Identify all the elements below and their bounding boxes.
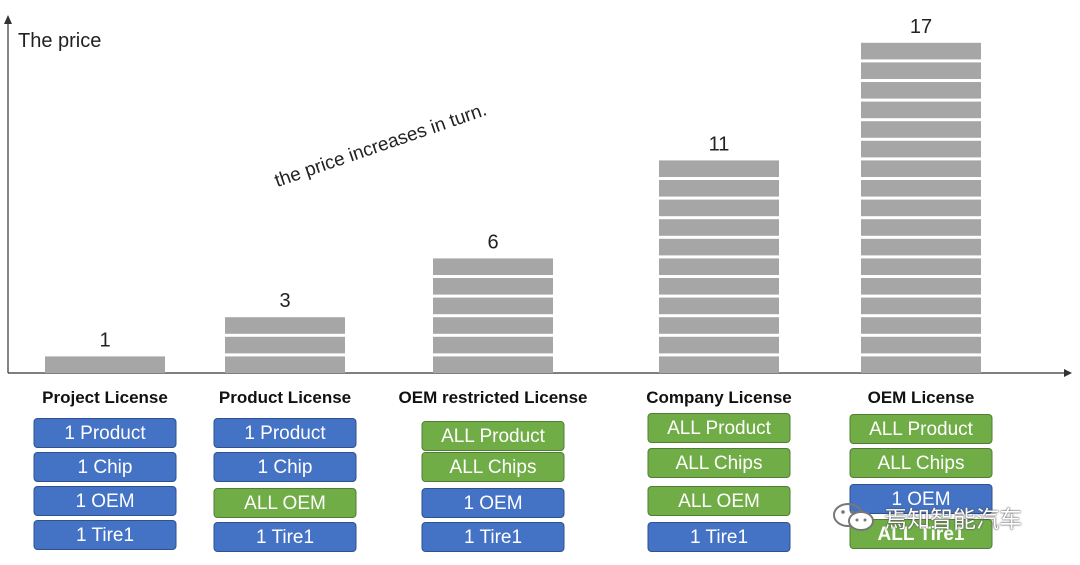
bar-segment-5-10: [861, 180, 981, 197]
bar-segment-4-8: [659, 219, 779, 236]
bar-segment-4-9: [659, 199, 779, 217]
bar-segment-4-1: [659, 356, 779, 373]
bar-segment-4-4: [659, 297, 779, 315]
bar-segment-5-5: [861, 278, 981, 295]
bar-segment-5-8: [861, 219, 981, 236]
bar-segment-5-1: [861, 356, 981, 373]
bar-segment-3-6: [433, 258, 553, 275]
bar-segment-5-14: [861, 101, 981, 119]
bar-segment-4-6: [659, 258, 779, 275]
bar-segment-5-9: [861, 199, 981, 217]
bar-segment-5-13: [861, 121, 981, 138]
license-tag: 1 Product: [213, 418, 357, 448]
bar-segment-2-3: [225, 317, 345, 334]
license-tag: 1 Chip: [33, 452, 177, 482]
license-tag: ALL Chips: [421, 452, 565, 482]
license-tag: ALL Product: [647, 413, 791, 443]
license-tag: 1 OEM: [421, 488, 565, 518]
bar-value-label-1: 1: [99, 329, 110, 351]
bar-segment-5-3: [861, 317, 981, 334]
license-tag: 1 OEM: [33, 486, 177, 516]
bar-segment-5-11: [861, 160, 981, 177]
bar-segment-3-4: [433, 297, 553, 315]
license-tag: 1 Tire1: [213, 522, 357, 552]
license-title: Company License: [646, 388, 792, 407]
y-axis-label: The price: [18, 30, 102, 52]
bar-value-label-4: 11: [709, 133, 730, 155]
license-tag: 1 Tire1: [647, 522, 791, 552]
bar-segment-4-2: [659, 336, 779, 354]
license-tag: 1 Product: [33, 418, 177, 448]
bar-segment-5-2: [861, 336, 981, 354]
license-title: OEM restricted License: [398, 388, 588, 407]
license-title: Product License: [218, 388, 352, 407]
license-tag: ALL Chips: [849, 448, 993, 478]
license-tag: 1 Chip: [213, 452, 357, 482]
bar-segment-5-4: [861, 297, 981, 315]
license-tag: ALL Tire1: [849, 519, 993, 549]
bar-segment-3-1: [433, 356, 553, 373]
license-tag: ALL Product: [849, 414, 993, 444]
license-tag: ALL OEM: [647, 486, 791, 516]
license-column: Project License 1 Product 1 Chip 1 OEM 1 Tir…: [10, 388, 200, 550]
bar-value-label-5: 17: [910, 16, 932, 38]
x-axis-arrow: [1064, 369, 1072, 377]
wechat-icon: [833, 503, 874, 531]
bar-value-label-2: 3: [279, 290, 290, 312]
license-tag: ALL OEM: [213, 488, 357, 518]
watermark-text: 焉知智能汽车: [884, 506, 1022, 532]
bar-segment-3-2: [433, 336, 553, 354]
bar-segment-5-6: [861, 258, 981, 275]
license-tag: 1 Tire1: [421, 522, 565, 552]
license-tag: ALL Chips: [647, 448, 791, 478]
bar-segment-4-5: [659, 278, 779, 295]
bar-segment-4-10: [659, 180, 779, 197]
bar-segment-5-7: [861, 238, 981, 256]
y-axis-arrow: [4, 15, 12, 24]
license-title: Project License: [42, 388, 168, 407]
license-tag: ALL Product: [421, 421, 565, 451]
bar-segment-5-15: [861, 82, 981, 99]
watermark: 焉知智能汽车: [832, 500, 1022, 534]
license-title: OEM License: [867, 388, 975, 407]
bar-segment-4-3: [659, 317, 779, 334]
bar-segment-3-5: [433, 278, 553, 295]
bar-segment-1-1: [45, 356, 165, 373]
bar-segment-5-12: [861, 140, 981, 158]
license-tag: 1 Tire1: [33, 520, 177, 550]
bar-value-label-3: 6: [487, 231, 498, 253]
bar-segment-4-7: [659, 238, 779, 256]
license-tag: 1 OEM: [849, 484, 993, 514]
bar-segment-2-1: [225, 356, 345, 373]
bar-segment-5-17: [861, 42, 981, 60]
bar-segment-5-16: [861, 62, 981, 79]
bar-segment-4-11: [659, 160, 779, 177]
bar-segment-2-2: [225, 336, 345, 354]
bar-segment-3-3: [433, 317, 553, 334]
